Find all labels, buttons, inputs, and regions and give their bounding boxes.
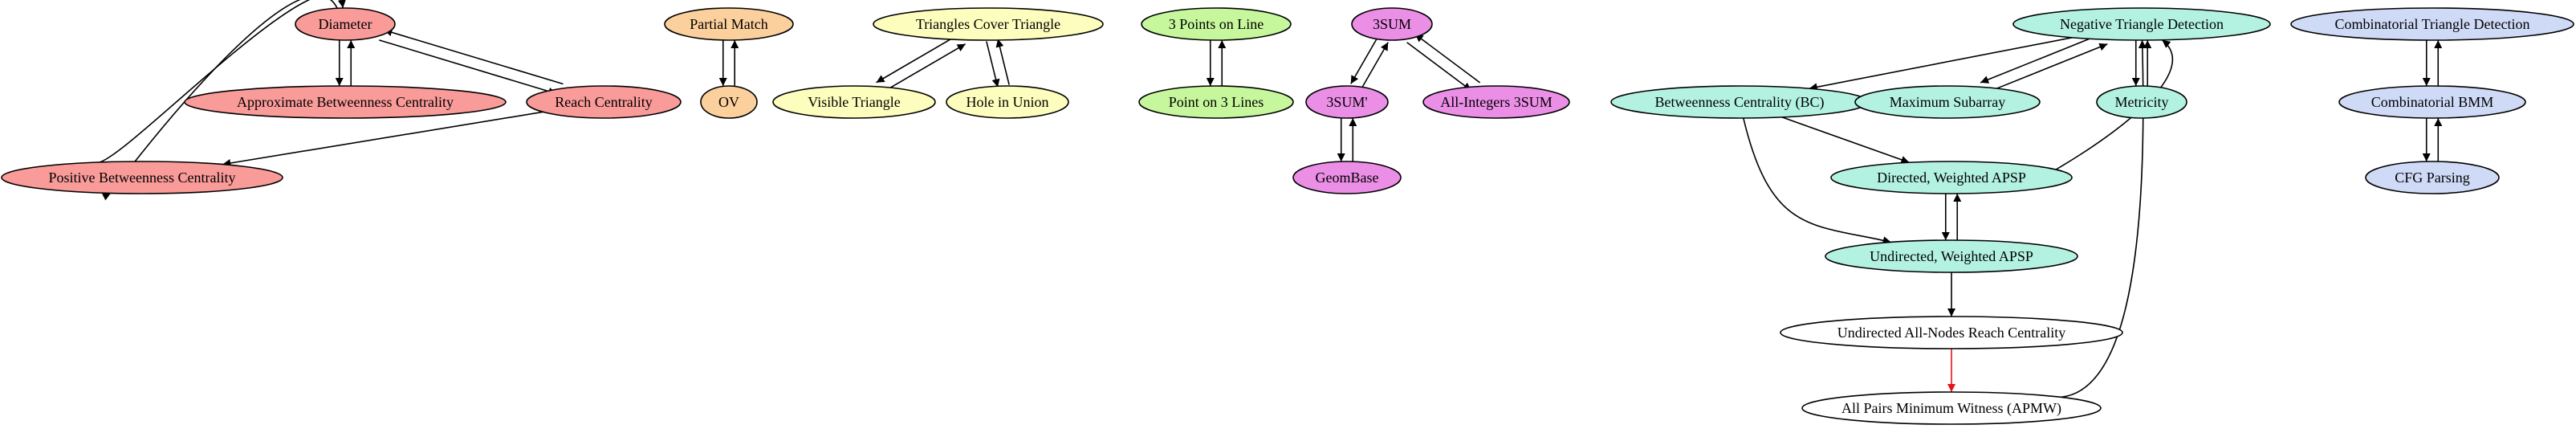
edge-reach-centrality-to-positive-bc — [222, 111, 543, 167]
node-label: Triangles Cover Triangle — [916, 16, 1060, 32]
node-metricity: Metricity — [2096, 85, 2187, 119]
node-label: All-Integers 3SUM — [1440, 94, 1552, 110]
node-point-on-3-lines: Point on 3 Lines — [1138, 85, 1294, 119]
node-diameter: Diameter — [295, 7, 396, 41]
node-label: Point on 3 Lines — [1169, 94, 1264, 110]
edge-reach-centrality-to-diameter — [384, 28, 564, 85]
edge-bc-to-undirected-apsp — [1743, 117, 1891, 245]
node-label: Betweenness Centrality (BC) — [1655, 94, 1825, 111]
node-shape — [946, 85, 1069, 119]
node-three-sum: 3SUM — [1351, 7, 1433, 41]
node-ov: OV — [700, 85, 758, 119]
node-label: OV — [718, 94, 739, 110]
node-shape — [664, 7, 794, 41]
node-undirected-apsp: Undirected, Weighted APSP — [1825, 239, 2078, 273]
node-neg-triangle: Negative Triangle Detection — [2012, 7, 2271, 41]
node-apmw: All Pairs Minimum Witness (APMW) — [1801, 391, 2102, 425]
edge-neg-triangle-to-max-subarray — [1980, 34, 2100, 84]
node-label: Metricity — [2115, 94, 2169, 110]
node-label: Reach Centrality — [555, 94, 652, 110]
node-label: Directed, Weighted APSP — [1877, 170, 2026, 186]
node-shape — [772, 85, 936, 119]
node-shape — [1780, 316, 2123, 349]
node-label: Positive Betweenness Centrality — [49, 170, 236, 186]
node-label: Partial Match — [690, 16, 767, 32]
node-shape — [1141, 7, 1292, 41]
edge-triangles-cover-to-hole-in-union — [986, 41, 1000, 88]
edge-all-integers-3sum-to-three-sum — [1414, 33, 1481, 84]
node-label: Diameter — [319, 16, 372, 32]
node-label: Undirected All-Nodes Reach Centrality — [1837, 325, 2065, 341]
node-directed-apsp: Directed, Weighted APSP — [1830, 161, 2073, 194]
node-comb-bmm: Combinatorial BMM — [2338, 85, 2526, 119]
node-max-subarray: Maximum Subarray — [1854, 85, 2041, 119]
node-label: Maximum Subarray — [1890, 94, 2005, 110]
node-shape — [1830, 161, 2073, 194]
node-shape — [1825, 239, 2078, 273]
node-three-sum-prime: 3SUM' — [1305, 85, 1389, 119]
edge-three-sum-prime-to-three-sum — [1361, 42, 1389, 90]
node-label: 3 Points on Line — [1169, 16, 1264, 32]
node-label: CFG Parsing — [2395, 170, 2470, 186]
node-positive-bc: Positive Betweenness Centrality — [1, 161, 283, 194]
node-shape — [184, 85, 507, 119]
node-shape — [1292, 161, 1402, 194]
node-shape — [2338, 85, 2526, 119]
node-label: GeomBase — [1316, 170, 1379, 186]
node-label: Visible Triangle — [808, 94, 900, 110]
node-all-integers-3sum: All-Integers 3SUM — [1422, 85, 1570, 119]
node-hole-in-union: Hole in Union — [946, 85, 1069, 119]
edge-neg-triangle-to-bc — [1809, 37, 2073, 92]
node-shape — [1422, 85, 1570, 119]
edge-three-sum-to-three-sum-prime — [1350, 36, 1378, 84]
node-cfg-parsing: CFG Parsing — [2365, 161, 2500, 194]
node-shape — [2365, 161, 2500, 194]
node-label: Negative Triangle Detection — [2060, 16, 2224, 32]
edge-diameter-to-reach-centrality — [378, 39, 557, 96]
node-visible-triangle: Visible Triangle — [772, 85, 936, 119]
edge-max-subarray-to-neg-triangle — [1988, 43, 2108, 93]
edge-hole-in-union-to-triangles-cover — [995, 39, 1010, 85]
node-geombase: GeomBase — [1292, 161, 1402, 194]
node-shape — [1138, 85, 1294, 119]
edge-three-sum-to-all-integers-3sum — [1406, 42, 1472, 92]
node-shape — [2096, 85, 2187, 119]
edge-directed-apsp-to-neg-triangle — [2055, 39, 2173, 170]
edge-bc-to-directed-apsp — [1781, 116, 1910, 164]
node-label: Undirected, Weighted APSP — [1870, 248, 2033, 264]
node-shape — [1, 161, 283, 194]
node-partial-match: Partial Match — [664, 7, 794, 41]
node-comb-triangle: Combinatorial Triangle Detection — [2290, 7, 2574, 41]
node-shape — [2290, 7, 2574, 41]
node-triangles-cover: Triangles Cover Triangle — [873, 7, 1104, 41]
node-shape — [1801, 391, 2102, 425]
node-approx-bc: Approximate Betweenness Centrality — [184, 85, 507, 119]
node-shape — [1854, 85, 2041, 119]
edge-triangles-cover-to-visible-triangle — [876, 35, 958, 84]
node-shape — [1305, 85, 1389, 119]
node-label: Combinatorial BMM — [2371, 94, 2494, 110]
node-label: Hole in Union — [967, 94, 1049, 110]
edge-apmw-to-neg-triangle — [2061, 39, 2147, 398]
node-bc: Betweenness Centrality (BC) — [1610, 85, 1869, 119]
node-label: Approximate Betweenness Centrality — [237, 94, 454, 110]
node-three-points: 3 Points on Line — [1141, 7, 1292, 41]
edge-visible-triangle-to-triangles-cover — [884, 43, 967, 92]
node-label: All Pairs Minimum Witness (APMW) — [1841, 400, 2061, 417]
node-label: 3SUM' — [1326, 94, 1367, 110]
node-label: Combinatorial Triangle Detection — [2335, 16, 2530, 32]
node-label: 3SUM — [1373, 16, 1411, 32]
node-shape — [1351, 7, 1433, 41]
node-shape — [2012, 7, 2271, 41]
node-shape — [526, 85, 682, 119]
node-shape — [295, 7, 396, 41]
node-reach-centrality: Reach Centrality — [526, 85, 682, 119]
node-reach-all-nodes: Undirected All-Nodes Reach Centrality — [1780, 316, 2123, 349]
node-shape — [700, 85, 758, 119]
node-shape — [873, 7, 1104, 41]
edge-positive-bc-to-diameter — [96, 0, 346, 163]
